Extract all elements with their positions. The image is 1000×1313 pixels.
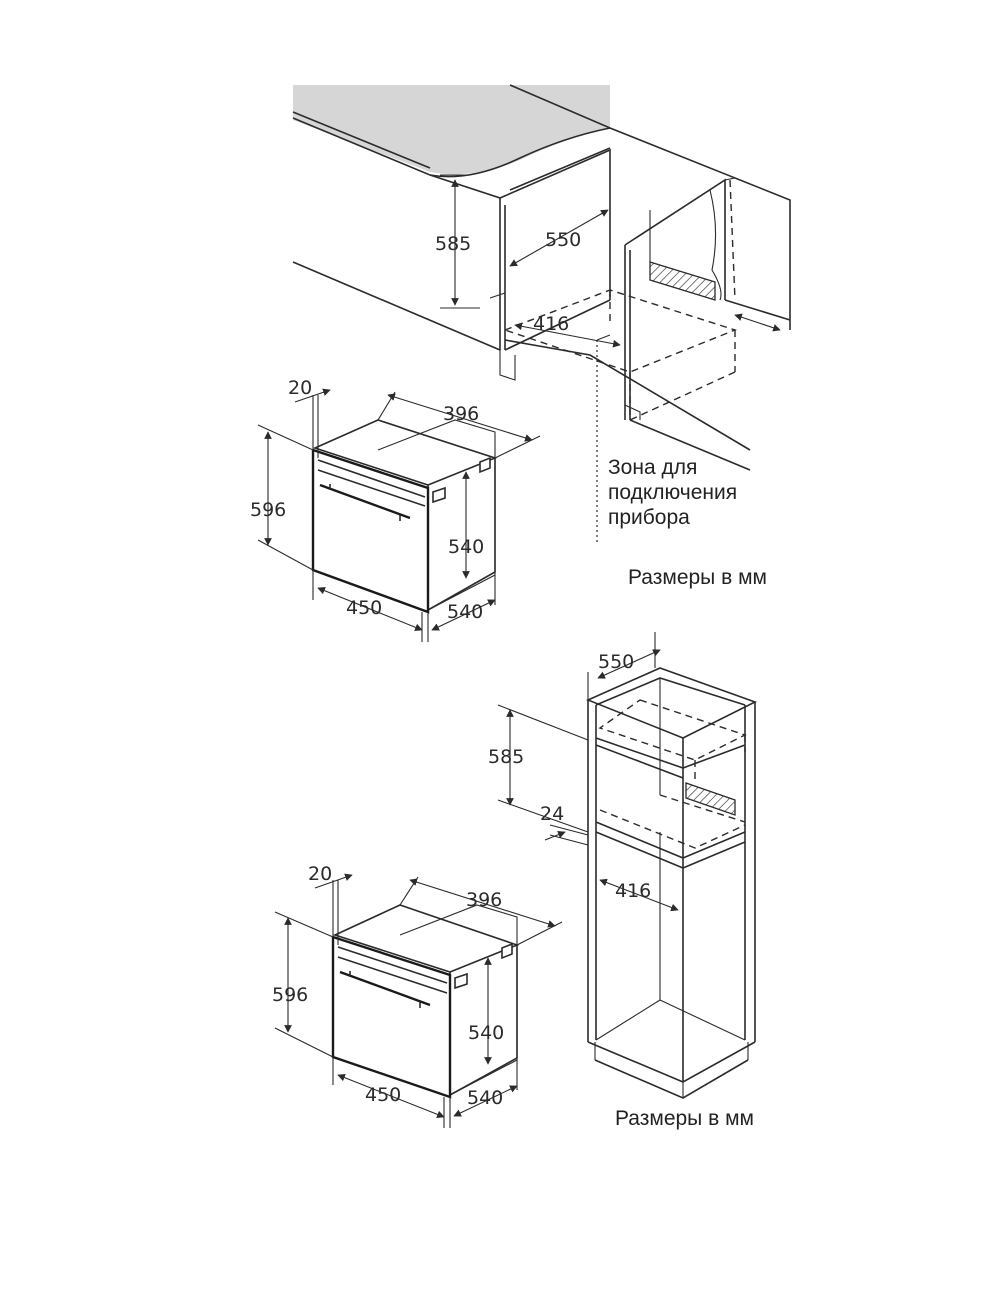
top-oven-drawing	[257, 388, 541, 642]
bottom-oven-thickness: 20	[308, 863, 332, 885]
bottom-niche-height: 585	[488, 746, 524, 768]
top-zone-label-3: прибора	[608, 506, 690, 529]
bottom-oven-width: 450	[365, 1084, 401, 1106]
tall-connection-zone-hatch	[685, 782, 736, 816]
top-zone-label-2: подключения	[608, 481, 737, 504]
tall-cabinet-drawing	[497, 632, 758, 1099]
bottom-niche-depth: 550	[598, 651, 634, 673]
top-oven-inner-height: 540	[448, 536, 484, 558]
top-oven-thickness: 20	[288, 377, 312, 399]
bottom-oven-top-depth: 396	[466, 889, 502, 911]
bottom-dims-label: Размеры в мм	[615, 1107, 754, 1130]
top-oven-height: 596	[250, 499, 286, 521]
bottom-niche-gap: 24	[540, 803, 564, 825]
countertop	[293, 85, 610, 175]
top-oven-top-depth: 396	[443, 403, 479, 425]
top-zone-label-1: Зона для	[608, 456, 697, 479]
top-oven-depth: 540	[447, 601, 483, 623]
bottom-oven-inner-height: 540	[468, 1022, 504, 1044]
bottom-oven-depth: 540	[467, 1087, 503, 1109]
top-niche-height: 585	[435, 233, 471, 255]
top-niche-width: 416	[533, 313, 569, 335]
bottom-oven-height: 596	[272, 984, 308, 1006]
connection-zone-hatch	[649, 261, 716, 301]
top-dims-label: Размеры в мм	[628, 566, 767, 589]
bottom-niche-width: 416	[615, 880, 651, 902]
top-oven-width: 450	[346, 597, 382, 619]
top-niche-drawing	[292, 84, 791, 545]
bottom-oven-drawing	[274, 873, 563, 1128]
top-niche-depth: 550	[545, 229, 581, 251]
